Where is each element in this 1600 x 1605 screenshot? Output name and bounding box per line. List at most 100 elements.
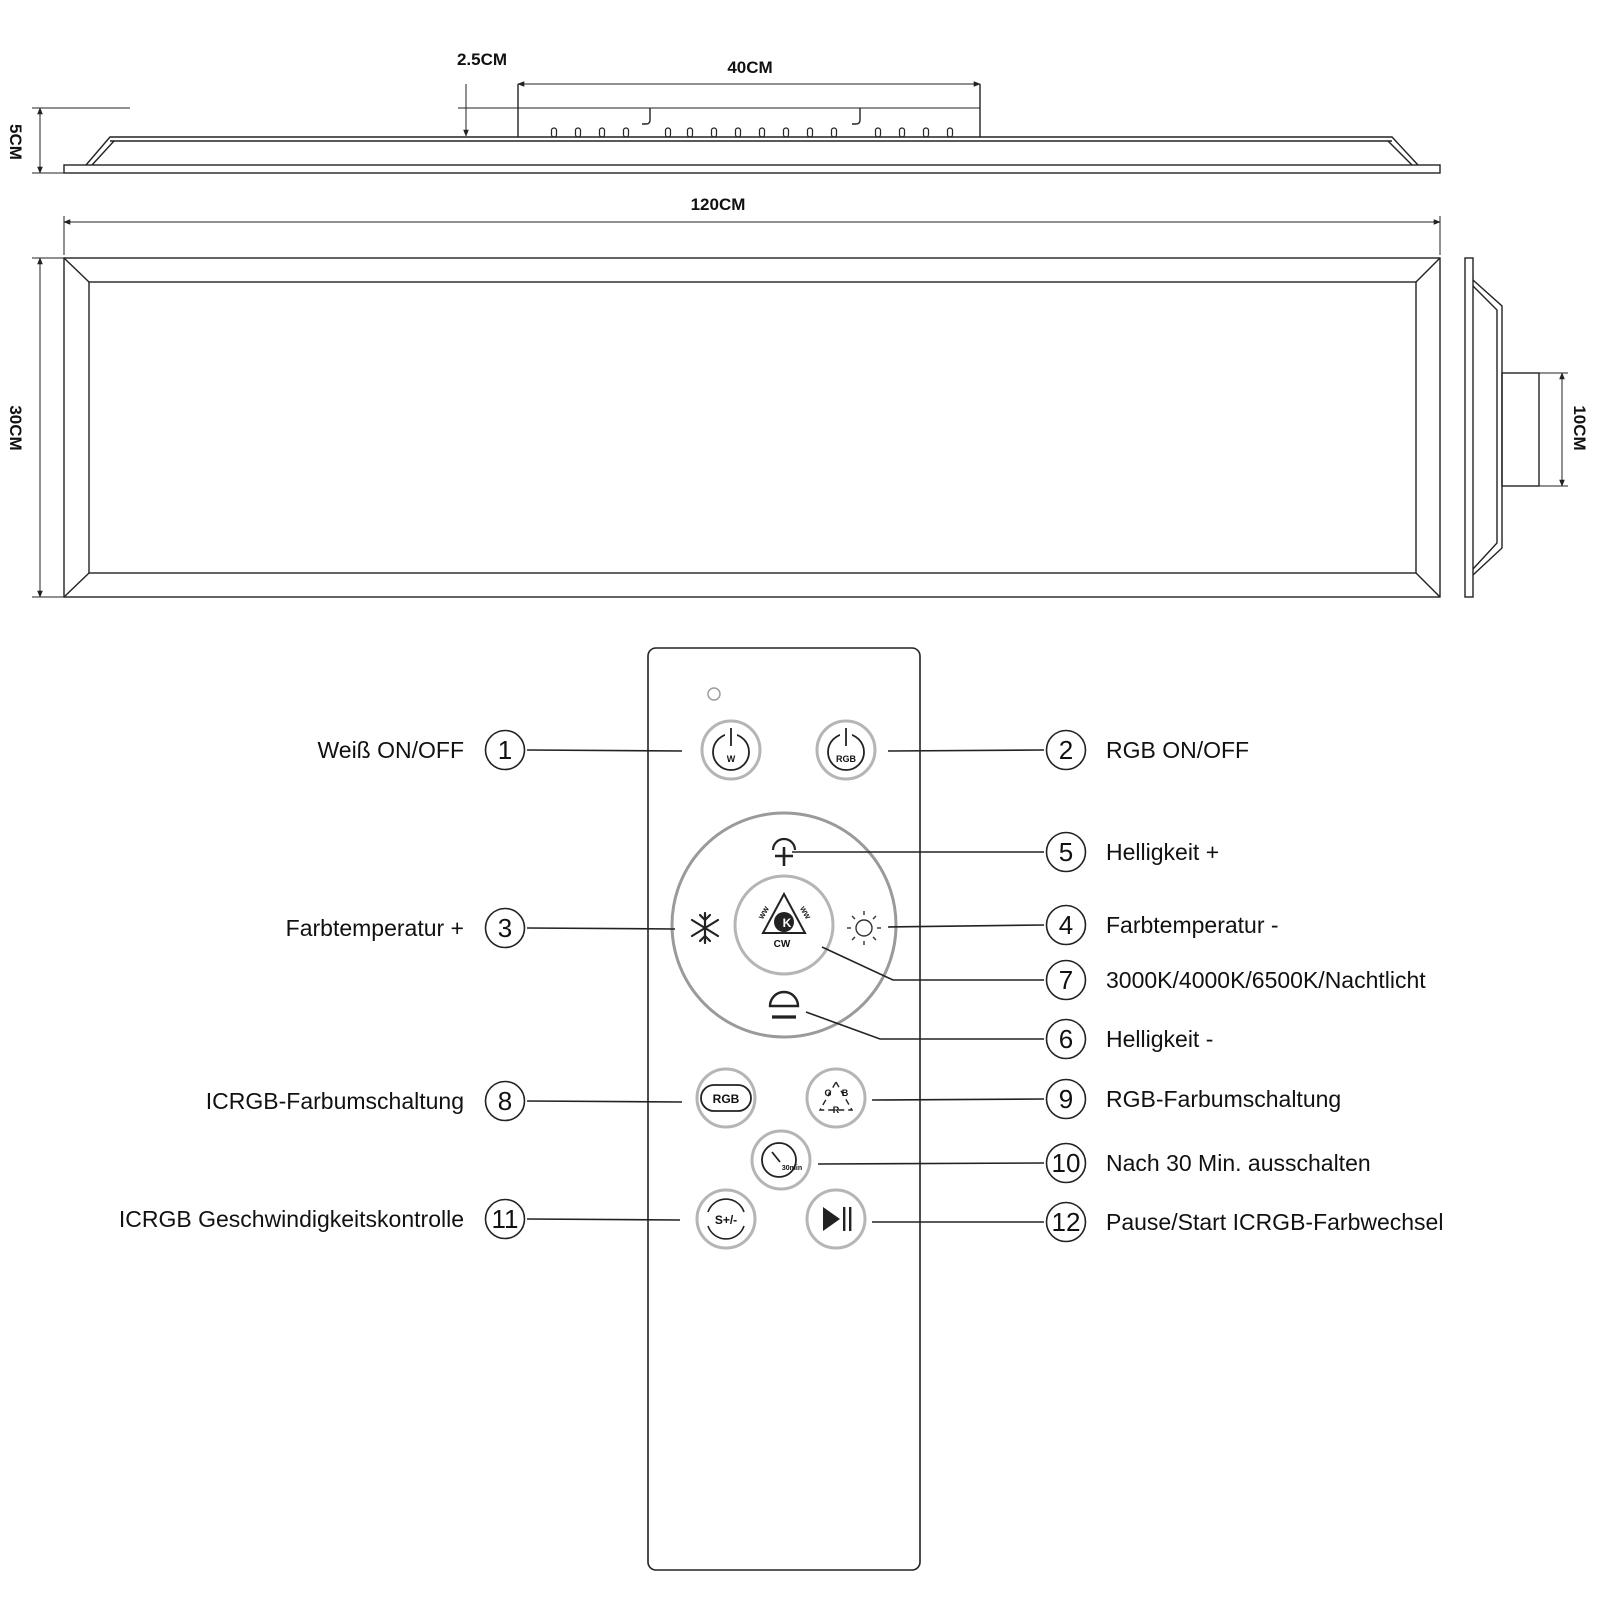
color-temp-up-button[interactable] xyxy=(690,911,720,945)
side-base-plate xyxy=(63,164,1441,174)
side-clip xyxy=(898,127,906,138)
side-clip xyxy=(598,127,606,138)
color-temp-down-button[interactable] xyxy=(847,911,881,945)
cct-cw-text: CW xyxy=(774,939,791,950)
brightness-down-button[interactable] xyxy=(768,990,800,1019)
callout-label: Weiß ON/OFF xyxy=(317,737,464,763)
speed-control-button[interactable]: S+/- xyxy=(695,1188,757,1250)
callout-leader-line xyxy=(526,1100,683,1103)
callout-number: 2 xyxy=(1059,735,1073,765)
callout-label: Farbtemperatur + xyxy=(286,915,464,941)
side-clip xyxy=(550,127,558,138)
callout-number-circle xyxy=(1045,904,1087,946)
white-power-button[interactable]: W xyxy=(700,719,762,781)
callout-leader-line xyxy=(871,1098,1045,1101)
callout-number: 7 xyxy=(1059,965,1073,995)
dimension-lines xyxy=(32,81,1441,598)
cct-cycle-button[interactable]: K WW WW CW xyxy=(733,874,835,976)
dim-10cm-label: 10CM xyxy=(1570,405,1589,450)
top-view xyxy=(63,257,1441,598)
callout-leader-line xyxy=(526,1218,681,1221)
rgb-g-text: G xyxy=(824,1088,831,1098)
callout-label: ICRGB Geschwindigkeitskontrolle xyxy=(119,1206,464,1232)
panel-inner-frame xyxy=(88,281,1417,574)
end-view xyxy=(1464,257,1540,598)
rgb-power-button[interactable]: RGB xyxy=(815,719,877,781)
side-clip xyxy=(830,127,838,138)
callout-number-circle xyxy=(484,1080,526,1122)
rgb-power-icon-text: RGB xyxy=(836,754,857,764)
rgb-switch-button[interactable]: G B R xyxy=(805,1067,867,1129)
brightness-up-button[interactable] xyxy=(756,826,812,870)
callout-number: 8 xyxy=(498,1086,512,1116)
callout-leader-line xyxy=(887,924,1045,928)
callout-number-circle xyxy=(1045,959,1087,1001)
callout-1: 1 Weiß ON/OFF xyxy=(317,729,683,771)
timer-icon-text: 30min xyxy=(782,1165,802,1172)
icrgb-switch-button[interactable]: RGB xyxy=(695,1067,757,1129)
callout-label: Farbtemperatur - xyxy=(1106,912,1279,938)
callout-5: 5 Helligkeit + xyxy=(792,831,1219,873)
callout-7: 7 3000K/4000K/6500K/Nachtlicht xyxy=(821,946,1426,1001)
side-clip xyxy=(758,127,766,138)
callout-label: RGB-Farbumschaltung xyxy=(1106,1086,1341,1112)
callout-number-circle xyxy=(1045,1018,1087,1060)
callout-leader-line xyxy=(887,749,1045,752)
side-clip xyxy=(734,127,742,138)
callout-number-circle xyxy=(484,729,526,771)
callout-leader-line xyxy=(817,1162,1045,1165)
callout-label: Helligkeit + xyxy=(1106,839,1219,865)
dim-30cm-label: 30CM xyxy=(6,405,25,450)
callout-number-circle xyxy=(1045,1078,1087,1120)
side-clip xyxy=(574,127,582,138)
callout-9: 9 RGB-Farbumschaltung xyxy=(871,1078,1341,1120)
callout-label: RGB ON/OFF xyxy=(1106,737,1249,763)
dim-5cm-label: 5CM xyxy=(6,124,25,160)
callout-number-circle xyxy=(1045,831,1087,873)
timer-button[interactable]: 30min xyxy=(750,1129,812,1191)
white-power-icon-text: W xyxy=(727,754,736,764)
side-clip xyxy=(622,127,630,138)
side-clip xyxy=(806,127,814,138)
callout-2: 2 RGB ON/OFF xyxy=(887,729,1249,771)
icrgb-icon-text: RGB xyxy=(713,1092,740,1106)
callout-label: Pause/Start ICRGB-Farbwechsel xyxy=(1106,1209,1443,1235)
side-clip xyxy=(922,127,930,138)
dim-40cm-label: 40CM xyxy=(727,58,772,77)
side-clip xyxy=(710,127,718,138)
speed-icon-text: S+/- xyxy=(715,1213,737,1227)
callout-label: Nach 30 Min. ausschalten xyxy=(1106,1150,1371,1176)
end-base-plate xyxy=(1464,257,1474,598)
pause-play-button[interactable] xyxy=(805,1188,867,1250)
side-clip xyxy=(664,127,672,138)
side-view xyxy=(63,84,1441,174)
callout-number: 4 xyxy=(1059,910,1073,940)
side-clip xyxy=(782,127,790,138)
dim-120cm-label: 120CM xyxy=(691,195,746,214)
hook-right xyxy=(852,108,861,125)
hook-left xyxy=(642,108,651,125)
panel-outer-frame xyxy=(63,257,1441,598)
side-clip xyxy=(946,127,954,138)
callout-4: 4 Farbtemperatur - xyxy=(887,904,1279,946)
side-clips xyxy=(550,127,954,138)
callout-number-circle xyxy=(1045,1201,1087,1243)
callout-number-circle xyxy=(484,1198,526,1240)
callout-number: 9 xyxy=(1059,1084,1073,1114)
callout-number-circle xyxy=(484,907,526,949)
callout-number-circle xyxy=(1045,1142,1087,1184)
callout-label: 3000K/4000K/6500K/Nachtlicht xyxy=(1106,967,1426,993)
callout-number: 5 xyxy=(1059,837,1073,867)
callout-leader-line xyxy=(526,749,683,752)
rgb-b-text: B xyxy=(842,1088,849,1098)
remote-body xyxy=(647,647,921,1571)
callout-number: 1 xyxy=(498,735,512,765)
